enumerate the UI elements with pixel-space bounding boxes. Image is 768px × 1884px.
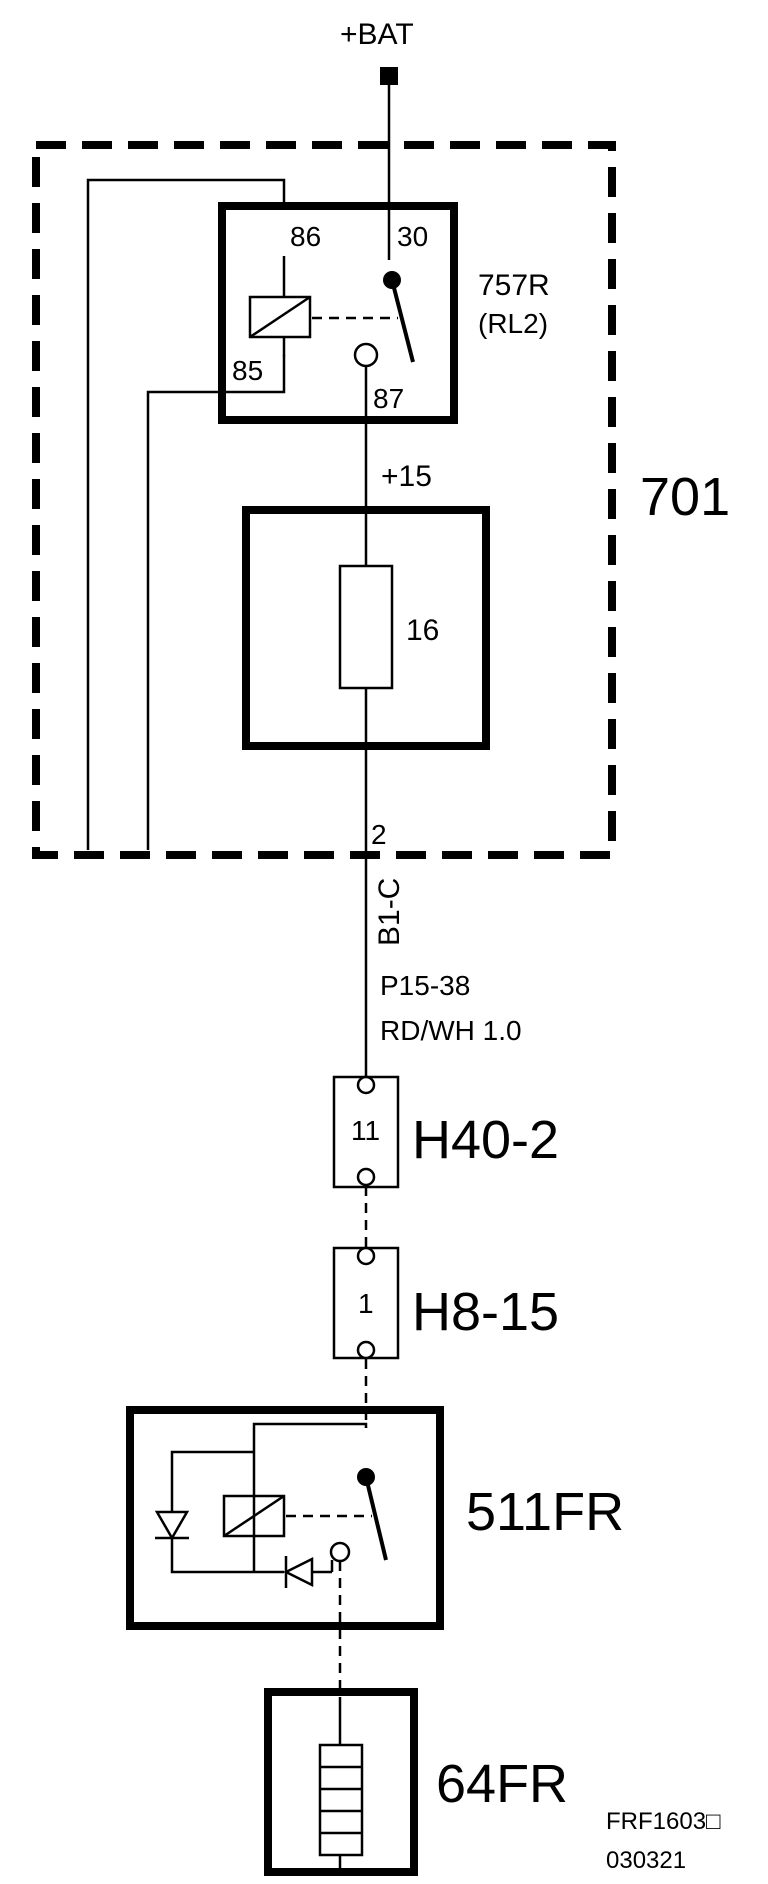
footer-code: FRF1603□	[606, 1808, 721, 1835]
fuse-16-label: 16	[406, 614, 439, 647]
connector-h8-15-label: H8-15	[412, 1282, 559, 1342]
relay-511fr-internal-wire	[252, 1422, 368, 1572]
wire-spec-label: RD/WH 1.0	[380, 1015, 522, 1046]
connector-h40-2-pin-bottom	[356, 1167, 376, 1187]
relay-757r-box	[218, 202, 458, 424]
relay-511fr-label: 511FR	[466, 1482, 624, 1542]
battery-terminal	[380, 67, 398, 85]
fuse-16-box	[242, 506, 490, 750]
connector-b1c-label: B1-C	[373, 878, 406, 946]
relay-511fr-diode-1-icon	[154, 1510, 190, 1541]
relay-85-ground-wire	[146, 355, 286, 850]
relay-511fr-coil-slash	[223, 1494, 285, 1538]
relay-757r-pin-30: 30	[397, 221, 428, 252]
connector-h8-15-pin-top	[356, 1246, 376, 1266]
plus15-label: +15	[381, 460, 432, 493]
relay-511fr-switch-arm	[364, 1476, 388, 1561]
connector-h40-2-pin-number: 11	[351, 1115, 380, 1146]
wire-code-label: P15-38	[380, 970, 470, 1001]
relay-511fr-box	[126, 1406, 444, 1630]
connector-h8-15-pin-number: 1	[358, 1288, 374, 1319]
relay-757r-coil	[248, 295, 312, 339]
relay-757r-pin-86: 86	[290, 221, 321, 252]
relay-757r-pin-85: 85	[232, 355, 263, 386]
relay-511fr-coil	[222, 1494, 286, 1538]
relay-757r-label: 757R	[478, 269, 550, 302]
relay-757r-pin-87: 87	[373, 383, 404, 414]
relay-757r-switch-arm	[390, 279, 415, 363]
connector-h8-15-pin-bottom	[356, 1340, 376, 1360]
connector-h40-2-pin-top	[356, 1075, 376, 1095]
footer-date: 030321	[606, 1847, 686, 1874]
control-unit-701-label: 701	[640, 467, 730, 527]
relay-86-feed-wire	[86, 178, 286, 850]
battery-supply-label: +BAT	[340, 18, 414, 51]
heater-64fr-element	[318, 1743, 364, 1857]
relay-757r-contact-87	[353, 342, 379, 368]
relay-511fr-diode-2-icon	[283, 1556, 314, 1588]
relay-757r-coil-slash	[249, 295, 311, 339]
heater-64fr-label: 64FR	[436, 1754, 568, 1814]
relay-511fr-contact	[329, 1541, 351, 1563]
fuse-16-element	[338, 564, 394, 690]
control-unit-701-outline	[32, 141, 616, 859]
connector-b1c-pin: 2	[371, 819, 387, 850]
relay-757r-sub-label: (RL2)	[478, 308, 548, 339]
connector-h40-2-label: H40-2	[412, 1110, 559, 1170]
